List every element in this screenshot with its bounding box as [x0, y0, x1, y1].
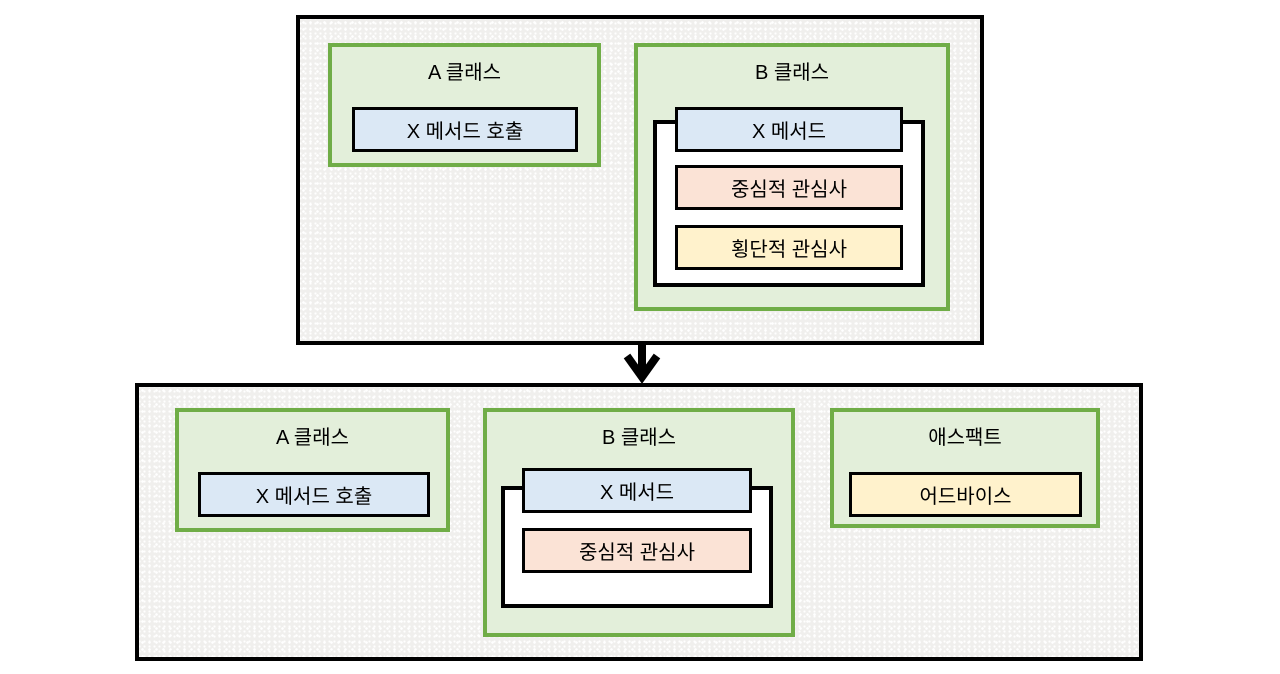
- aspect-box: 애스팩트 어드바이스: [830, 408, 1100, 528]
- class-box-a-after: A 클래스 X 메서드 호출: [175, 408, 450, 532]
- method-call-box: X 메서드 호출: [352, 107, 578, 152]
- core-concern-label: 중심적 관심사: [731, 179, 847, 201]
- method-label: X 메서드: [751, 121, 827, 143]
- method-label: X 메서드: [599, 482, 675, 504]
- class-a-title: A 클래스: [428, 62, 501, 84]
- aspect-title: 애스팩트: [928, 427, 1002, 449]
- advice-label: 어드바이스: [919, 486, 1012, 508]
- advice-box: 어드바이스: [849, 472, 1082, 517]
- core-concern-box: 중심적 관심사: [675, 165, 903, 210]
- cross-cutting-concern-label: 횡단적 관심사: [731, 239, 847, 261]
- after-panel: A 클래스 X 메서드 호출 B 클래스 X 메서드 중심적 관심사 애스팩트 …: [135, 383, 1143, 661]
- method-call-label: X 메서드 호출: [406, 121, 524, 143]
- class-b-title: B 클래스: [601, 427, 677, 449]
- method-call-box: X 메서드 호출: [198, 472, 430, 517]
- down-arrow-icon: [623, 344, 661, 384]
- class-a-title: A 클래스: [276, 427, 349, 449]
- class-box-a-before: A 클래스 X 메서드 호출: [328, 43, 601, 167]
- class-box-b-after: B 클래스 X 메서드 중심적 관심사: [483, 408, 795, 637]
- method-box: X 메서드: [675, 107, 903, 152]
- cross-cutting-concern-box: 횡단적 관심사: [675, 225, 903, 270]
- class-b-title: B 클래스: [754, 62, 830, 84]
- method-call-label: X 메서드 호출: [255, 486, 373, 508]
- class-box-b-before: B 클래스 X 메서드 중심적 관심사 횡단적 관심사: [634, 43, 950, 311]
- method-box: X 메서드: [522, 468, 752, 513]
- core-concern-label: 중심적 관심사: [579, 542, 695, 564]
- before-panel: A 클래스 X 메서드 호출 B 클래스 X 메서드 중심적 관심사 횡단적 관…: [296, 15, 984, 345]
- core-concern-box: 중심적 관심사: [522, 528, 752, 573]
